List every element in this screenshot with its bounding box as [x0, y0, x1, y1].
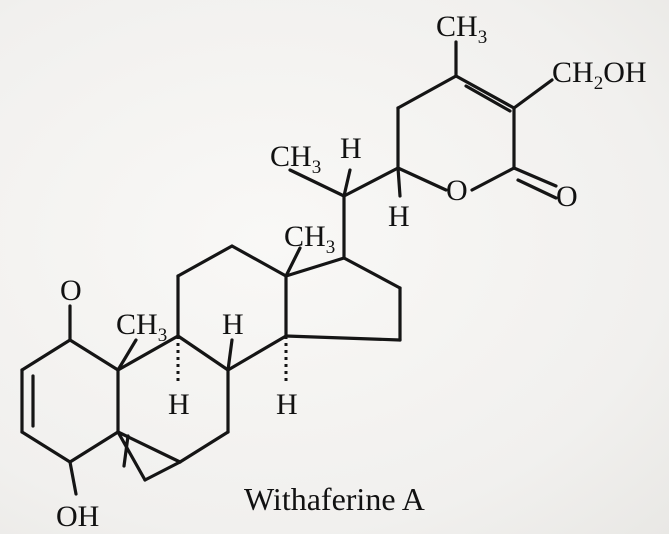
bond [396, 166, 448, 192]
atom-label-h-8: H [222, 308, 244, 341]
bond [20, 338, 72, 372]
bond [226, 338, 234, 372]
bond [512, 78, 554, 110]
bond [178, 430, 230, 464]
bond [176, 334, 230, 372]
bond [68, 430, 120, 464]
ring-c [176, 244, 288, 385]
bond [516, 178, 558, 200]
atom-label-ch3-top: CH3 [436, 10, 487, 48]
lactone-ring [396, 40, 558, 200]
bond [68, 338, 120, 372]
bond [284, 334, 402, 342]
atom-label-h-side: H [340, 132, 362, 165]
atom-label-h-9: H [168, 388, 190, 421]
atom-label-ch3-a: CH3 [116, 308, 167, 346]
bond [396, 166, 402, 198]
bond [68, 460, 78, 496]
bond [464, 84, 512, 113]
bond [342, 168, 352, 198]
bond [116, 430, 147, 482]
atom-label-ch3-side: CH3 [270, 140, 321, 178]
bond [226, 334, 288, 372]
bond [288, 168, 346, 198]
atom-label-ch2oh: CH2OH [552, 56, 647, 94]
bond [116, 334, 180, 372]
bond [470, 166, 516, 192]
bond [396, 74, 458, 110]
side-chain [288, 166, 400, 260]
atom-label-ch3-d: CH3 [284, 220, 335, 258]
bond [454, 74, 516, 110]
bond [176, 244, 234, 278]
atom-label-o-ketone: O [60, 274, 82, 307]
ring-a [20, 304, 120, 496]
figure-caption: Withaferine A [244, 481, 425, 517]
bond [122, 434, 130, 468]
atom-label-o-ring: O [446, 174, 468, 207]
bond [512, 166, 558, 188]
bond [230, 244, 288, 278]
bond [284, 256, 346, 278]
bond [342, 166, 400, 198]
atom-label-o-carbonyl: O [556, 180, 578, 213]
ring-b [116, 334, 230, 482]
bond [20, 430, 72, 464]
atom-label-h-lactone: H [388, 200, 410, 233]
bond [116, 338, 138, 372]
ring-d [284, 246, 402, 342]
bond [342, 256, 402, 290]
bond [143, 460, 182, 482]
atom-label-oh: OH [56, 500, 99, 533]
bond [284, 246, 302, 278]
atom-label-h-14: H [276, 388, 298, 421]
